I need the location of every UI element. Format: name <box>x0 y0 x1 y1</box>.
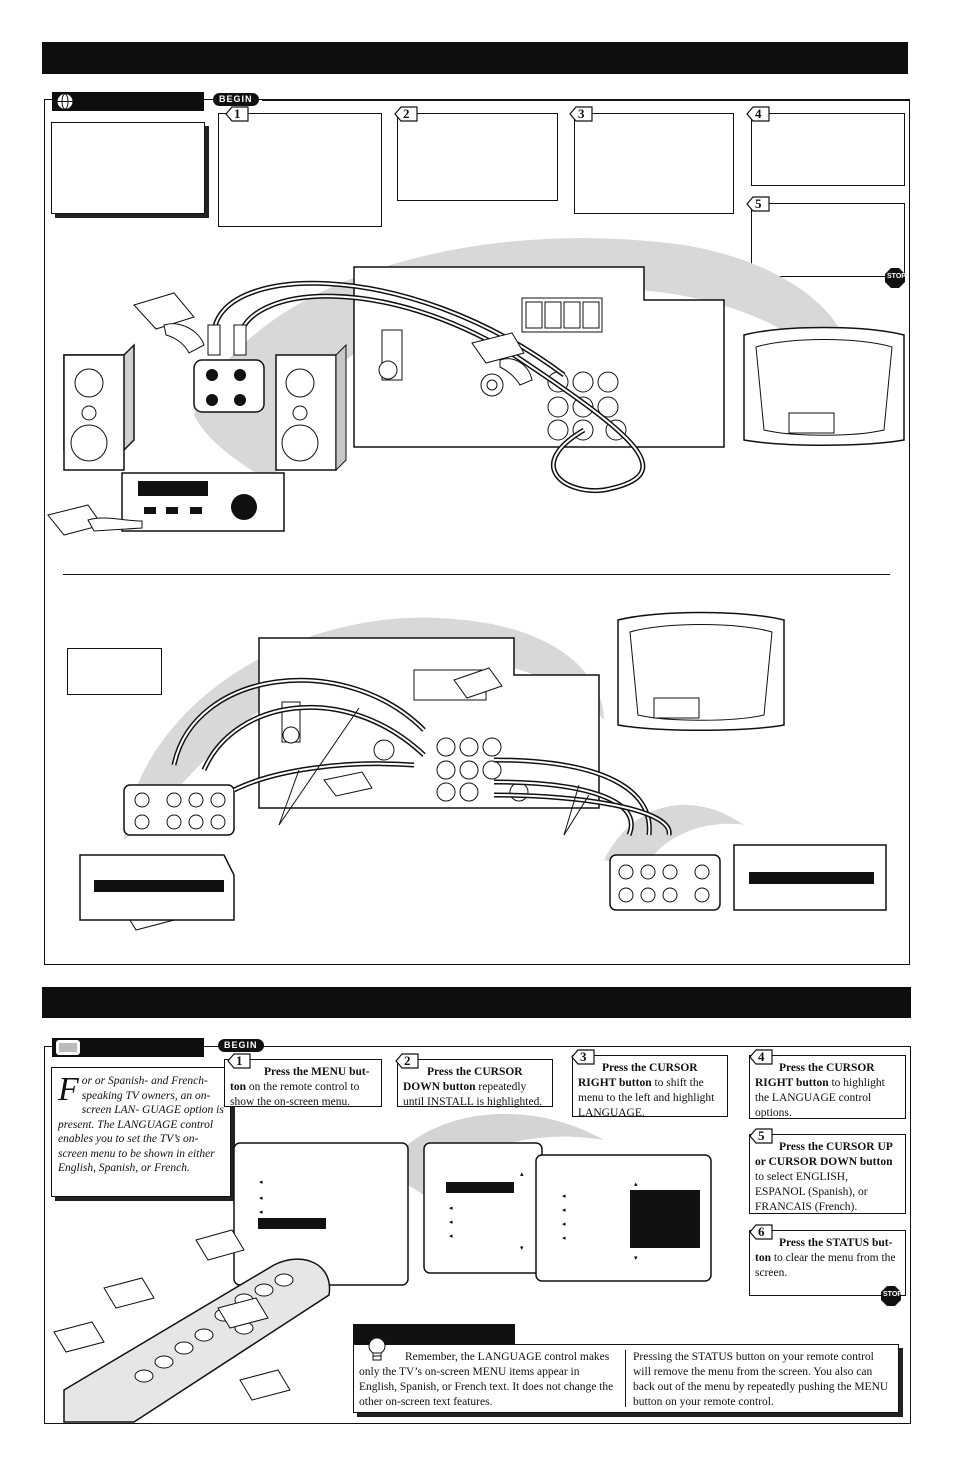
begin-rule-top <box>262 100 910 101</box>
globe-icon <box>56 93 74 110</box>
step-4-text: to highlight the LANGUAGE control option… <box>755 1077 885 1119</box>
top-section-frame <box>44 99 910 965</box>
intro-text: or or Spanish- and French-speaking TV ow… <box>58 1075 224 1174</box>
step-3-text: to shift the menu to the left and highli… <box>578 1077 715 1119</box>
svg-text:◂: ◂ <box>259 1179 263 1186</box>
top-step-box-3 <box>574 113 734 214</box>
svg-text:▾: ▾ <box>520 1244 524 1252</box>
step-2-text: repeatedly until INSTALL is highlighted. <box>403 1081 543 1108</box>
svg-text:▴: ▴ <box>634 1180 638 1188</box>
language-step-1-box: Press the MENU but- ton on the remote co… <box>224 1059 382 1108</box>
svg-text:◂: ◂ <box>562 1234 566 1242</box>
language-icon <box>55 1039 81 1056</box>
svg-text:◂: ◂ <box>562 1220 566 1228</box>
begin-badge-top: BEGIN <box>213 93 259 106</box>
svg-text:◂: ◂ <box>259 1195 263 1202</box>
step-6-bold: Press the STATUS but- ton <box>755 1237 893 1264</box>
step-1-bold: Press the MENU but- ton <box>230 1066 370 1093</box>
step-5-text: to select ENGLISH, ESPANOL (Spanish), or… <box>755 1171 868 1213</box>
step-2-bold: Press the CURSOR DOWN button <box>403 1066 523 1093</box>
top-header-band <box>42 42 908 74</box>
top-step-box-1 <box>218 113 382 227</box>
step-1-text: on the remote control to show the on-scr… <box>230 1081 360 1108</box>
bottom-header-band <box>42 987 911 1018</box>
step-5-bold: Press the CURSOR UP or CURSOR DOWN butto… <box>755 1141 893 1168</box>
tip-left-text: Remember, the LANGUAGE control makes onl… <box>359 1351 614 1408</box>
language-step-6-box: Press the STATUS but- ton to clear the m… <box>749 1230 906 1296</box>
svg-text:▾: ▾ <box>634 1254 638 1262</box>
svg-text:◂: ◂ <box>562 1206 566 1214</box>
begin-rule-bottom <box>268 1046 910 1047</box>
lightbulb-icon <box>366 1336 388 1364</box>
audio-connection-illustration <box>47 238 905 536</box>
tip-right-text: Pressing the STATUS button on your remot… <box>633 1351 889 1408</box>
language-step-5-box: Press the CURSOR UP or CURSOR DOWN butto… <box>749 1134 906 1214</box>
top-section-label-bar <box>52 92 204 111</box>
tip-header-bar <box>353 1324 515 1345</box>
svg-text:◂: ◂ <box>562 1192 566 1200</box>
svg-text:◂: ◂ <box>449 1218 453 1226</box>
svg-text:◂: ◂ <box>259 1209 263 1216</box>
intro-dropcap: F <box>58 1071 79 1108</box>
top-step-box-5 <box>751 203 905 277</box>
svg-text:◂: ◂ <box>449 1204 453 1212</box>
tip-box <box>353 1344 899 1413</box>
top-step-box-2 <box>397 113 558 201</box>
svg-text:▴: ▴ <box>520 1170 524 1178</box>
step-6-text: to clear the menu from the screen. <box>755 1252 896 1279</box>
step-4-bold: Press the CURSOR RIGHT button <box>755 1062 875 1089</box>
vcr-connection-illustration <box>79 611 887 931</box>
top-section-divider <box>63 574 890 575</box>
menu-and-remote-illustration: ◂ ◂ ◂ ▴ ▾ ◂ ◂ ◂ ▴ ▾ ◂ ◂ ◂ ◂ <box>53 1113 712 1423</box>
begin-badge-bottom: BEGIN <box>218 1039 264 1052</box>
bottom-section-label-bar <box>52 1038 204 1057</box>
tip-divider <box>625 1350 626 1407</box>
svg-text:◂: ◂ <box>449 1232 453 1240</box>
top-step-box-4 <box>751 113 905 186</box>
language-step-3-box: Press the CURSOR RIGHT button to shift t… <box>572 1055 728 1119</box>
top-intro-box <box>51 122 205 214</box>
language-step-2-box: Press the CURSOR DOWN button repeatedly … <box>397 1059 553 1108</box>
top-lower-note-box <box>67 648 162 695</box>
step-3-bold: Press the CURSOR RIGHT button <box>578 1062 698 1089</box>
language-step-4-box: Press the CURSOR RIGHT button to highlig… <box>749 1055 906 1119</box>
